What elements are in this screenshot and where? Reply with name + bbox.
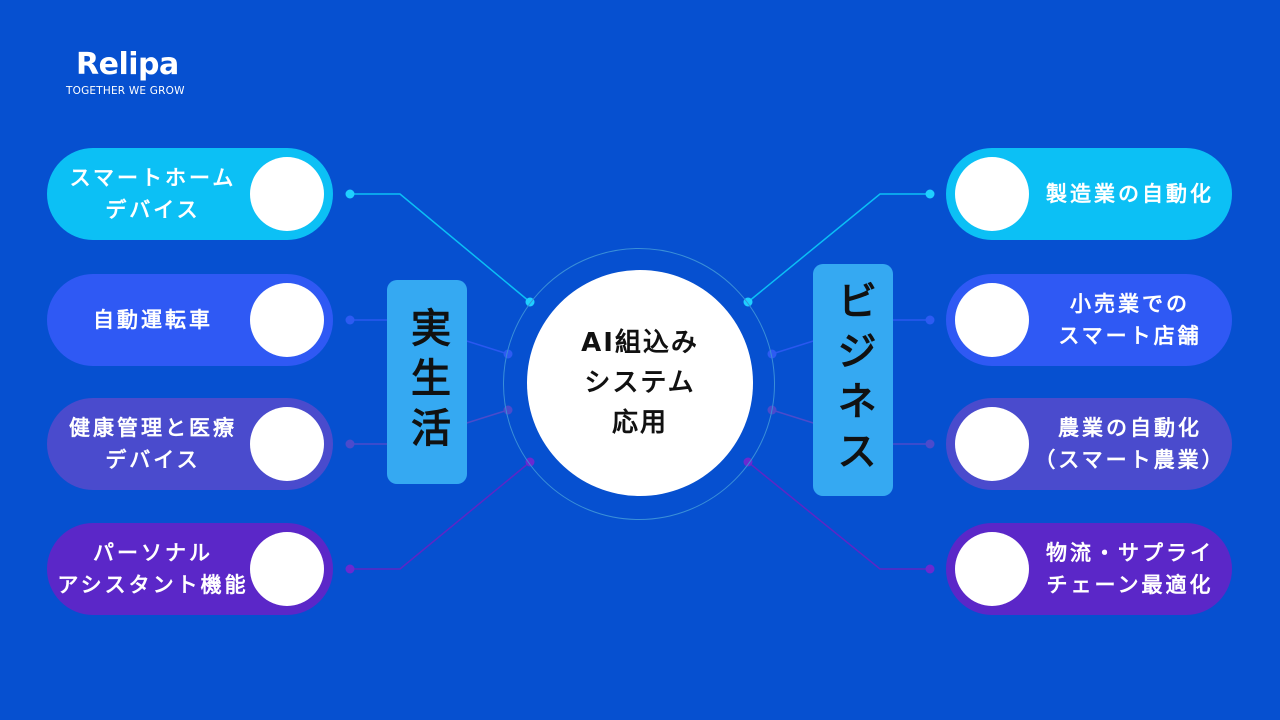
pill-icon-circle bbox=[955, 407, 1029, 481]
pill-logistics-optimization: 物流・サプライ チェーン最適化 bbox=[946, 523, 1232, 615]
pill-icon-circle bbox=[250, 283, 324, 357]
pill-label: 自動運転車 bbox=[93, 308, 213, 332]
group-label-text: 実生活 bbox=[404, 307, 450, 457]
pill-label: 製造業の自動化 bbox=[1046, 182, 1214, 206]
pill-smart-retail: 小売業での スマート店舗 bbox=[946, 274, 1232, 366]
group-label-daily-life: 実生活 bbox=[387, 280, 467, 484]
pill-personal-assistant: パーソナル アシスタント機能 bbox=[47, 523, 333, 615]
pill-manufacturing-automation: 製造業の自動化 bbox=[946, 148, 1232, 240]
pill-autonomous-car: 自動運転車 bbox=[47, 274, 333, 366]
center-ring bbox=[503, 248, 775, 520]
pill-icon-circle bbox=[250, 157, 324, 231]
pill-icon-circle bbox=[955, 532, 1029, 606]
relipa-logo: Relipa TOGETHER WE GROW bbox=[66, 48, 185, 98]
pill-icon-circle bbox=[250, 407, 324, 481]
logo-wordmark: Relipa bbox=[76, 47, 179, 82]
pill-label: 小売業での スマート店舗 bbox=[1058, 292, 1202, 348]
group-label-text: ビジネス bbox=[830, 280, 876, 480]
center-title: AI組込み システム 応用 bbox=[581, 328, 699, 438]
pill-icon-circle bbox=[955, 157, 1029, 231]
pill-label: スマートホーム デバイス bbox=[69, 166, 237, 222]
pill-health-medical-devices: 健康管理と医療 デバイス bbox=[47, 398, 333, 490]
pill-label: 農業の自動化 （スマート農業） bbox=[1034, 416, 1226, 472]
pill-label: 物流・サプライ チェーン最適化 bbox=[1046, 541, 1214, 597]
pill-icon-circle bbox=[250, 532, 324, 606]
group-label-business: ビジネス bbox=[813, 264, 893, 496]
pill-label: 健康管理と医療 デバイス bbox=[69, 416, 237, 472]
center-hub: AI組込み システム 応用 bbox=[527, 270, 753, 496]
pill-smart-home-devices: スマートホーム デバイス bbox=[47, 148, 333, 240]
pill-icon-circle bbox=[955, 283, 1029, 357]
logo-tagline: TOGETHER WE GROW bbox=[66, 85, 185, 97]
pill-smart-agriculture: 農業の自動化 （スマート農業） bbox=[946, 398, 1232, 490]
pill-label: パーソナル アシスタント機能 bbox=[57, 541, 249, 597]
